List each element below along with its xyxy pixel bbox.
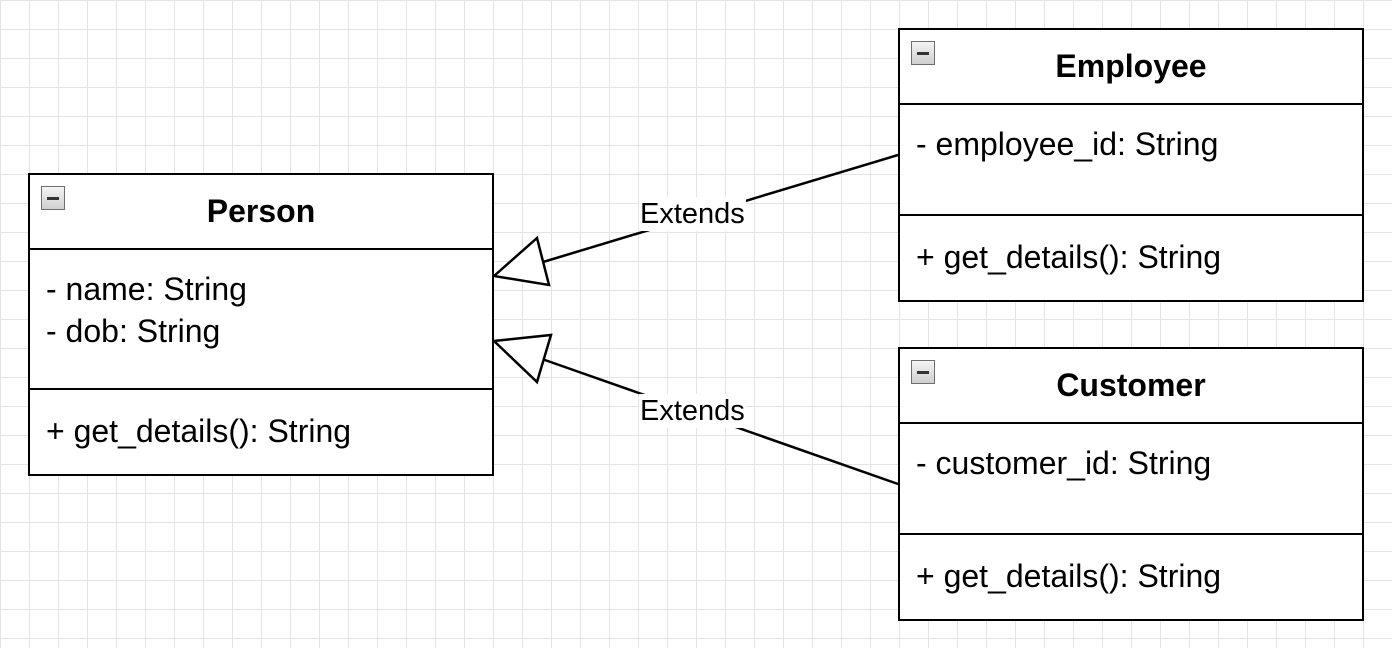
class-customer-name: Customer	[1056, 367, 1206, 403]
class-person-operations[interactable]: + get_details(): String	[30, 390, 492, 452]
class-customer-header[interactable]: Customer	[900, 349, 1362, 424]
class-person[interactable]: Person - name: String - dob: String + ge…	[28, 173, 494, 476]
class-employee-name: Employee	[1055, 48, 1207, 84]
attribute-customer-id[interactable]: - customer_id: String	[916, 445, 1212, 481]
operation-get-details[interactable]: + get_details(): String	[916, 239, 1222, 275]
class-employee[interactable]: Employee - employee_id: String + get_det…	[898, 28, 1364, 302]
minus-square-icon[interactable]	[911, 41, 935, 65]
operation-get-details[interactable]: + get_details(): String	[46, 413, 352, 449]
extends-label-customer: Extends	[639, 394, 746, 428]
class-customer-attributes[interactable]: - customer_id: String	[900, 424, 1362, 535]
inheritance-arrowhead-employee	[491, 235, 551, 287]
extends-label-employee: Extends	[639, 197, 746, 231]
class-person-header[interactable]: Person	[30, 175, 492, 250]
class-employee-header[interactable]: Employee	[900, 30, 1362, 105]
attribute-name[interactable]: - name: String	[46, 271, 247, 307]
minus-square-icon[interactable]	[41, 186, 65, 210]
class-employee-operations[interactable]: + get_details(): String	[900, 216, 1362, 278]
operation-get-details[interactable]: + get_details(): String	[916, 558, 1222, 594]
inheritance-arrowhead-customer	[491, 333, 553, 385]
class-person-name: Person	[206, 193, 316, 229]
class-customer[interactable]: Customer - customer_id: String + get_det…	[898, 347, 1364, 621]
attribute-employee-id[interactable]: - employee_id: String	[916, 126, 1219, 162]
class-customer-operations[interactable]: + get_details(): String	[900, 535, 1362, 597]
minus-square-icon[interactable]	[911, 360, 935, 384]
attribute-dob[interactable]: - dob: String	[46, 313, 221, 349]
class-person-attributes[interactable]: - name: String - dob: String	[30, 250, 492, 390]
class-employee-attributes[interactable]: - employee_id: String	[900, 105, 1362, 216]
